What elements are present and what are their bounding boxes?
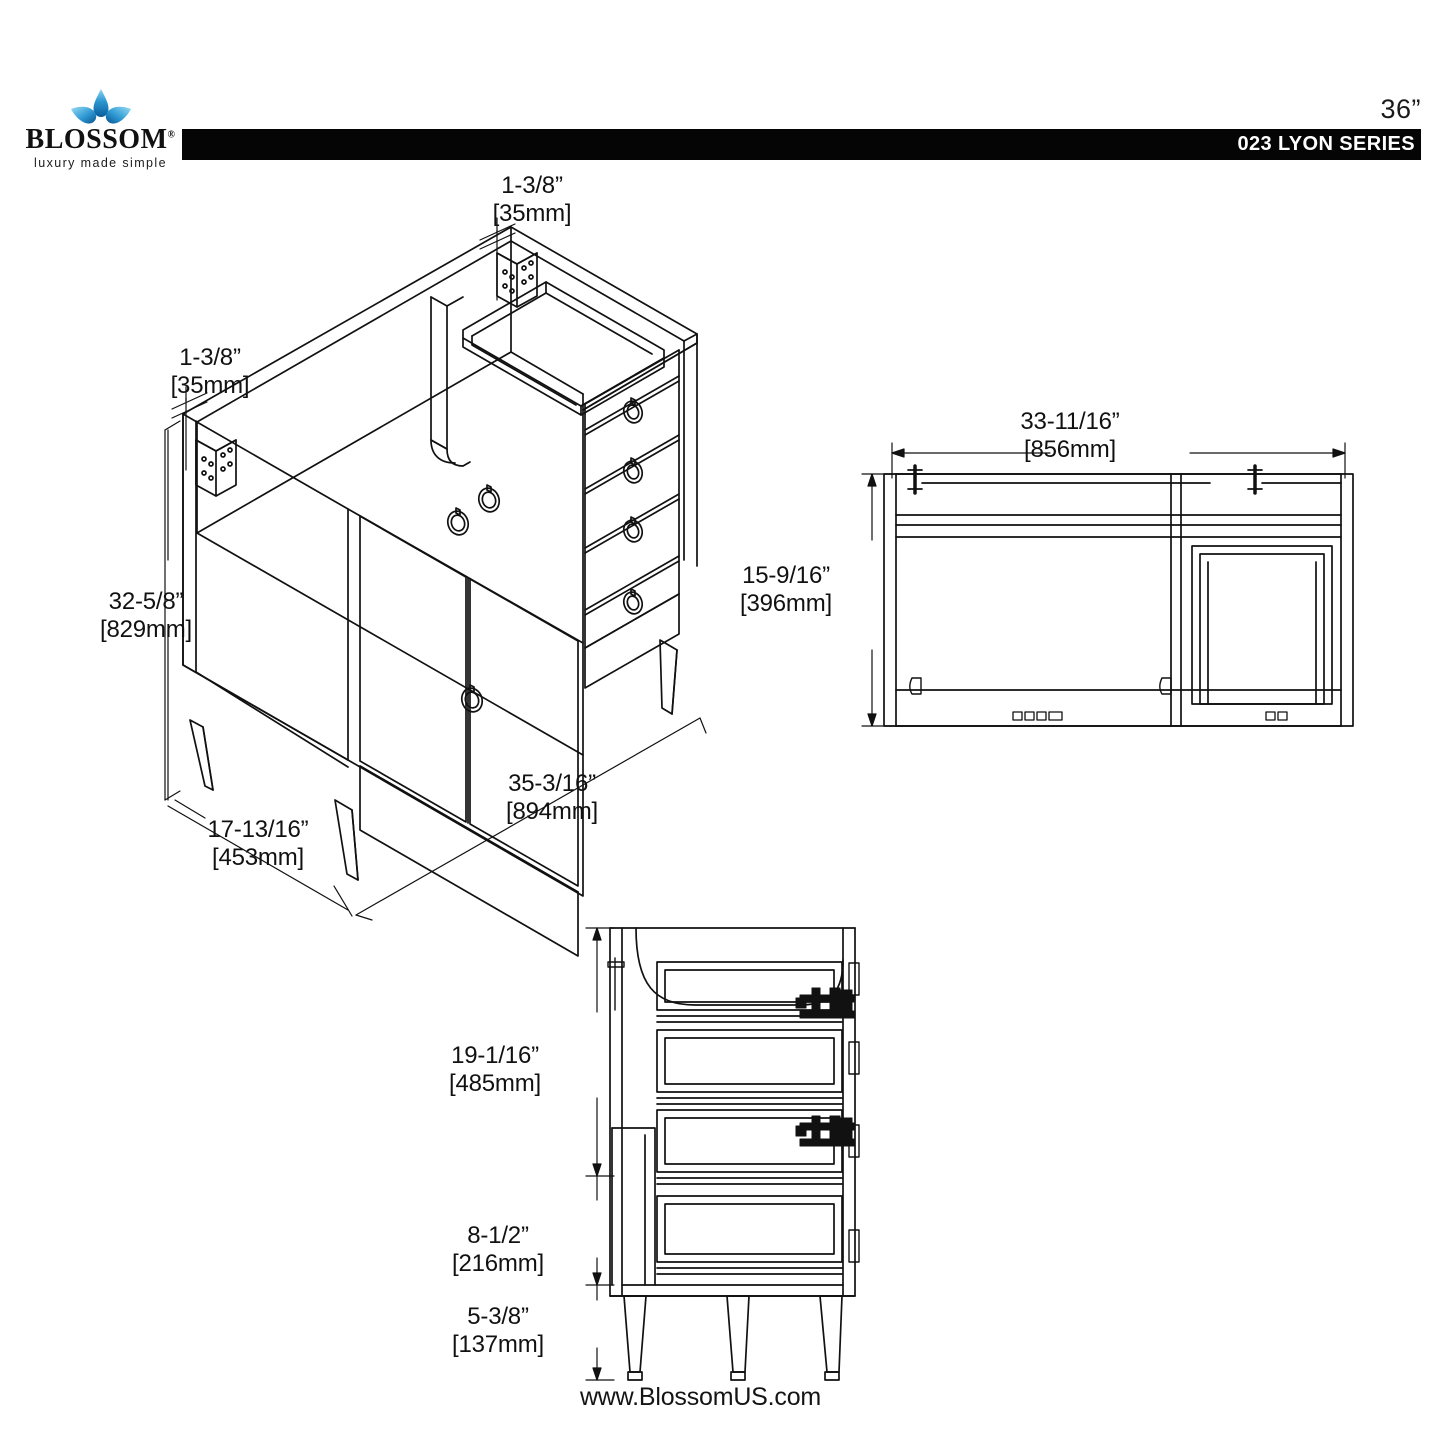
series-title-text: 023 LYON SERIES [1237,133,1415,155]
dimension-side-lower: 8-1/2” [216mm] [452,1222,544,1278]
brand-logo: BLOSSOM® luxury made simple [18,88,183,170]
iso-bracket-left [195,439,237,497]
iso-interior-divider [430,296,448,450]
dimension-side-upper: 19-1/16” [485mm] [449,1042,541,1098]
top-plan-view [861,442,1354,727]
iso-bracket-top [496,252,538,308]
dimension-iso-top-thickness: 1-3/8” [35mm] [492,172,572,228]
dimension-iso-width: 35-3/16” [894mm] [506,770,598,826]
dimension-iso-depth: 17-13/16” [453mm] [207,816,309,872]
iso-left-outer-panel [182,413,349,761]
brand-name-text: BLOSSOM [25,124,168,155]
drawer-pull-3 [622,516,644,543]
side-drawer-4 [656,1195,843,1275]
isometric-view [164,217,707,957]
brand-tagline: luxury made simple [34,156,167,170]
iso-drawer-column-bottom [584,593,680,689]
footer-website-url: www.BlossomUS.com [0,1383,1445,1412]
side-legs [623,1295,843,1381]
iso-leg-back-left [189,719,214,791]
iso-dimension-lines [164,217,707,921]
dimension-top-width: 33-11/16” [856mm] [1020,408,1120,464]
dimension-iso-left-thickness: 1-3/8” [35mm] [170,344,250,400]
registered-mark: ® [167,129,176,141]
drawer-pull-1 [622,397,644,424]
dimension-iso-height: 32-5/8” [829mm] [100,588,192,644]
side-drawer-2 [656,1029,843,1105]
side-view-dimension-lines [585,927,615,1381]
drawer-pull-4 [622,588,644,615]
blossom-flower-icon [68,88,134,128]
footer-url-text: www.BlossomUS.com [579,1383,822,1411]
door-pull-right [477,484,501,513]
side-hinge-mechanism-upper [795,987,855,1019]
brand-wordmark: BLOSSOM® [18,126,183,154]
top-view-outer [883,473,1354,727]
top-view-dimension-lines [861,442,1346,727]
series-title-bar: 023 LYON SERIES [182,129,1421,160]
dimension-top-depth: 15-9/16” [396mm] [740,562,832,618]
top-view-drawer-box [1191,545,1333,705]
iso-door-right [469,578,579,887]
iso-drawer-div-4 [584,555,680,611]
dimension-side-leg: 5-3/8” [137mm] [452,1303,544,1359]
drawer-pull-2 [622,457,644,484]
page-size-label: 36” [1380,94,1421,124]
side-section-view [585,927,860,1381]
door-pull-left [446,507,470,536]
bottom-drawer-pull [460,684,484,713]
side-hinge-mechanism-lower [795,1115,855,1147]
